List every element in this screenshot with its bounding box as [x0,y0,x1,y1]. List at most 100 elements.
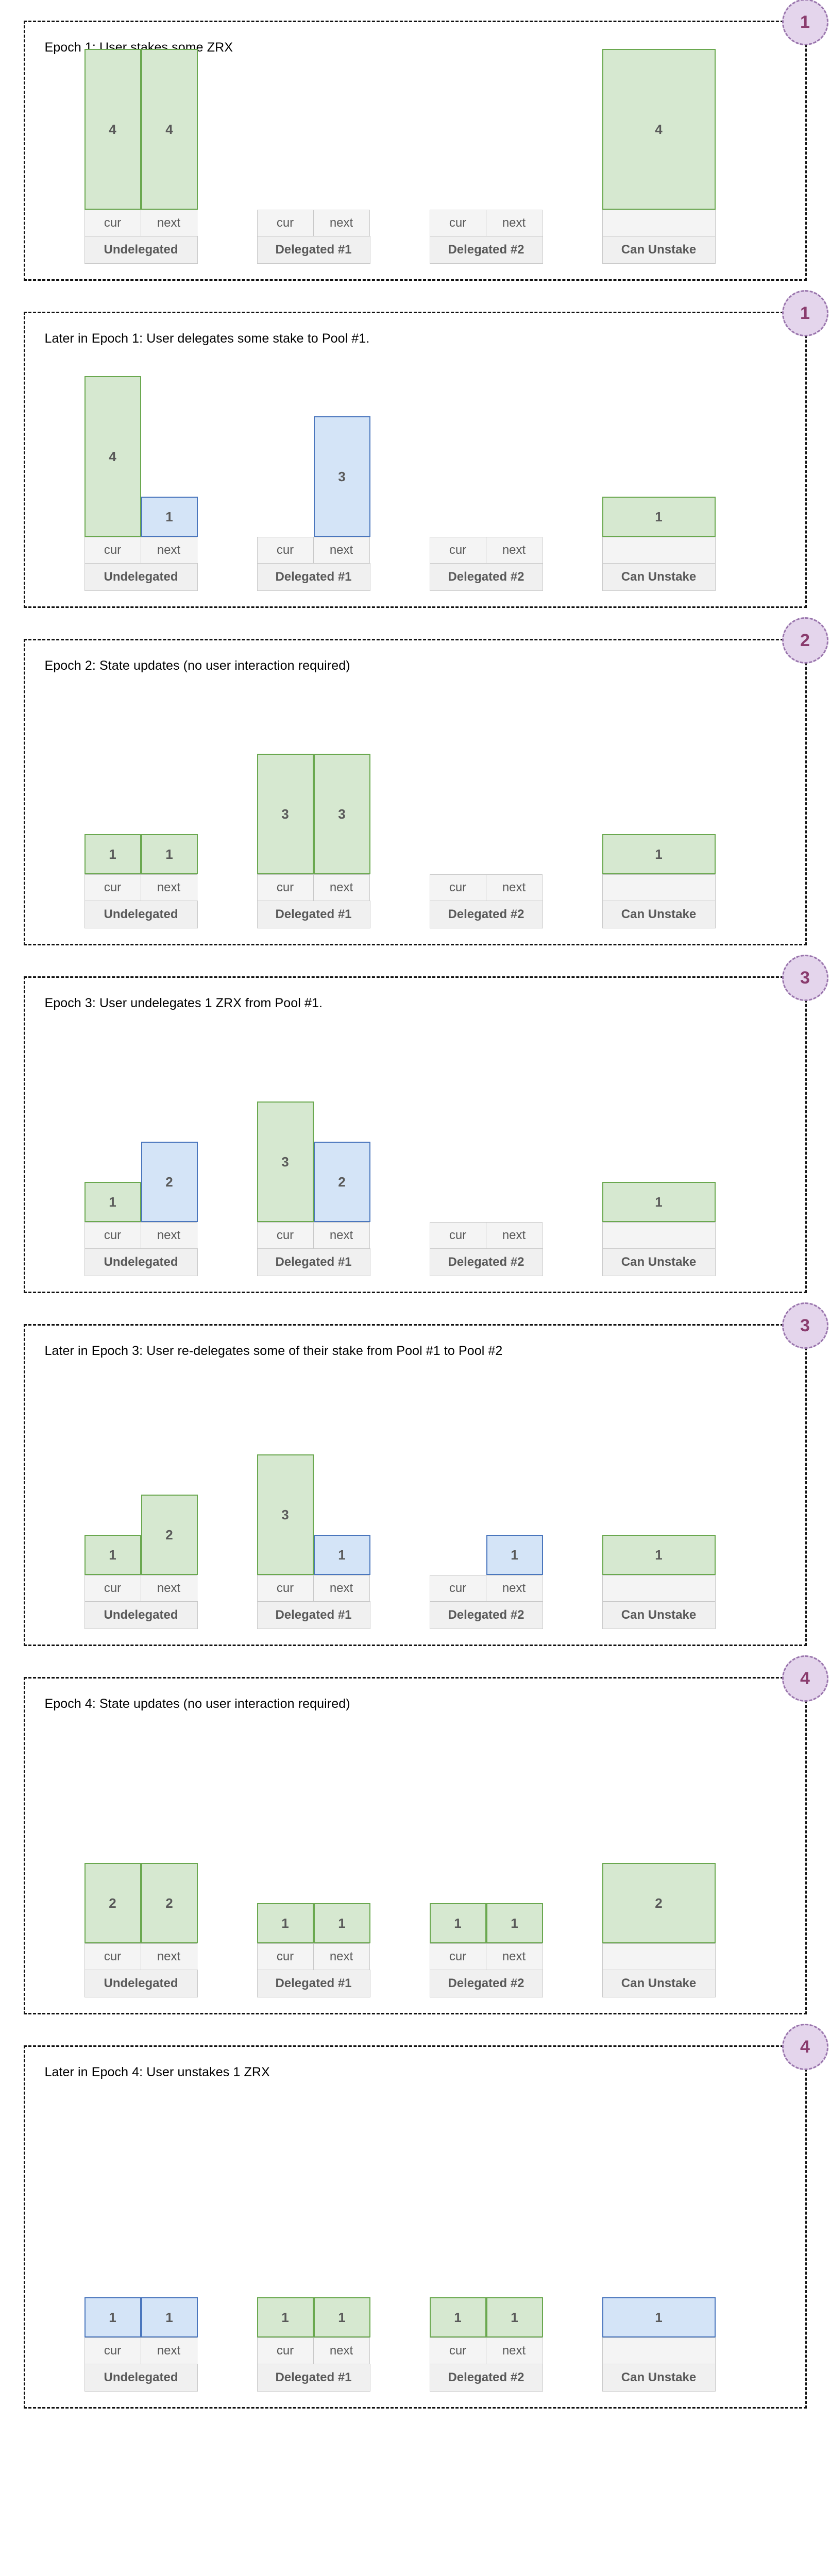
bar-cur: 1 [84,2297,141,2337]
panel-title: Epoch 3: User undelegates 1 ZRX from Poo… [44,996,323,1010]
bar-value: 2 [165,1895,173,1911]
bar-cur: 1 [429,2297,486,2337]
sub-header-cur: cur [257,874,314,901]
sub-header-next: next [140,1575,197,1602]
bar-value: 1 [338,1547,346,1563]
sub-header-row [602,537,716,564]
bar-value: 1 [454,1915,462,1931]
sub-header-next: next [140,1943,197,1970]
sub-header-next: next [140,1222,197,1249]
panel-title: Later in Epoch 3: User re-delegates some… [44,1344,503,1358]
bar-total: 1 [602,1182,716,1222]
group-label: Can Unstake [602,1970,716,1997]
bar-next: 1 [486,2297,543,2337]
group-label: Delegated #1 [257,2364,370,2392]
bar-value: 3 [338,468,346,484]
bar-value: 1 [655,1194,663,1210]
bar-value: 3 [338,806,346,822]
group-label: Can Unstake [602,2364,716,2392]
bar-next: 2 [141,1495,198,1575]
epoch-badge: 1 [782,290,828,336]
bar-value: 1 [165,509,173,524]
group-label: Undelegated [84,1601,198,1629]
bar-track [430,55,543,210]
sub-header-next: next [485,537,543,564]
bar-value: 1 [655,846,663,862]
bar-track [430,709,543,874]
bar-value: 2 [655,1895,663,1911]
group-label: Delegated #2 [429,2364,543,2392]
sub-header-cur: cur [429,1222,486,1249]
sub-header-cur: cur [257,1575,314,1602]
bar-track: 3 [257,367,370,537]
epoch-badge: 3 [782,955,828,1001]
sub-header-blank [602,210,716,236]
bar-next: 1 [486,1903,543,1943]
bar-value: 4 [165,121,173,137]
sub-header-cur: cur [429,210,486,236]
sub-header-cur: cur [257,2337,314,2364]
sub-header-blank [602,1575,716,1602]
group-label: Undelegated [84,563,198,591]
sub-header-next: next [485,210,543,236]
bar-track: 1 [602,1400,716,1575]
sub-header-row [602,2337,716,2364]
bar-next: 2 [313,1142,370,1222]
bar-value: 1 [109,2309,116,2325]
sub-header-blank [602,1222,716,1249]
sub-header-row [602,210,716,236]
sub-header-cur: cur [257,210,314,236]
group-label: Delegated #2 [429,1601,543,1629]
bar-value: 3 [281,1154,289,1170]
epoch-badge: 1 [782,0,828,45]
bar-next: 1 [141,2297,198,2337]
bar-cur: 1 [429,1903,486,1943]
sub-header-cur: cur [84,874,141,901]
bar-cur: 1 [257,2297,314,2337]
bar-value: 1 [109,1194,116,1210]
sub-header-cur: cur [84,1943,141,1970]
sub-header-cur: cur [429,1575,486,1602]
bar-value: 4 [109,448,116,464]
group-label: Delegated #1 [257,236,370,264]
group-label: Delegated #1 [257,1970,370,1997]
group-label: Delegated #1 [257,563,370,591]
epoch-badge: 4 [782,1655,828,1702]
bar-value: 4 [109,121,116,137]
group-label: Delegated #2 [429,563,543,591]
bar-value: 1 [165,846,173,862]
bar-cur: 1 [84,834,141,874]
group-label: Can Unstake [602,1248,716,1276]
bar-cur: 3 [257,1101,314,1222]
sub-header-blank [602,537,716,564]
title-spacer [25,1011,805,1052]
epoch-badge: 3 [782,1302,828,1349]
sub-header-next: next [485,874,543,901]
sub-header-blank [602,2337,716,2364]
bar-value: 1 [511,1915,518,1931]
sub-header-cur: cur [84,537,141,564]
group-label: Delegated #1 [257,1248,370,1276]
sub-header-row [602,1943,716,1970]
